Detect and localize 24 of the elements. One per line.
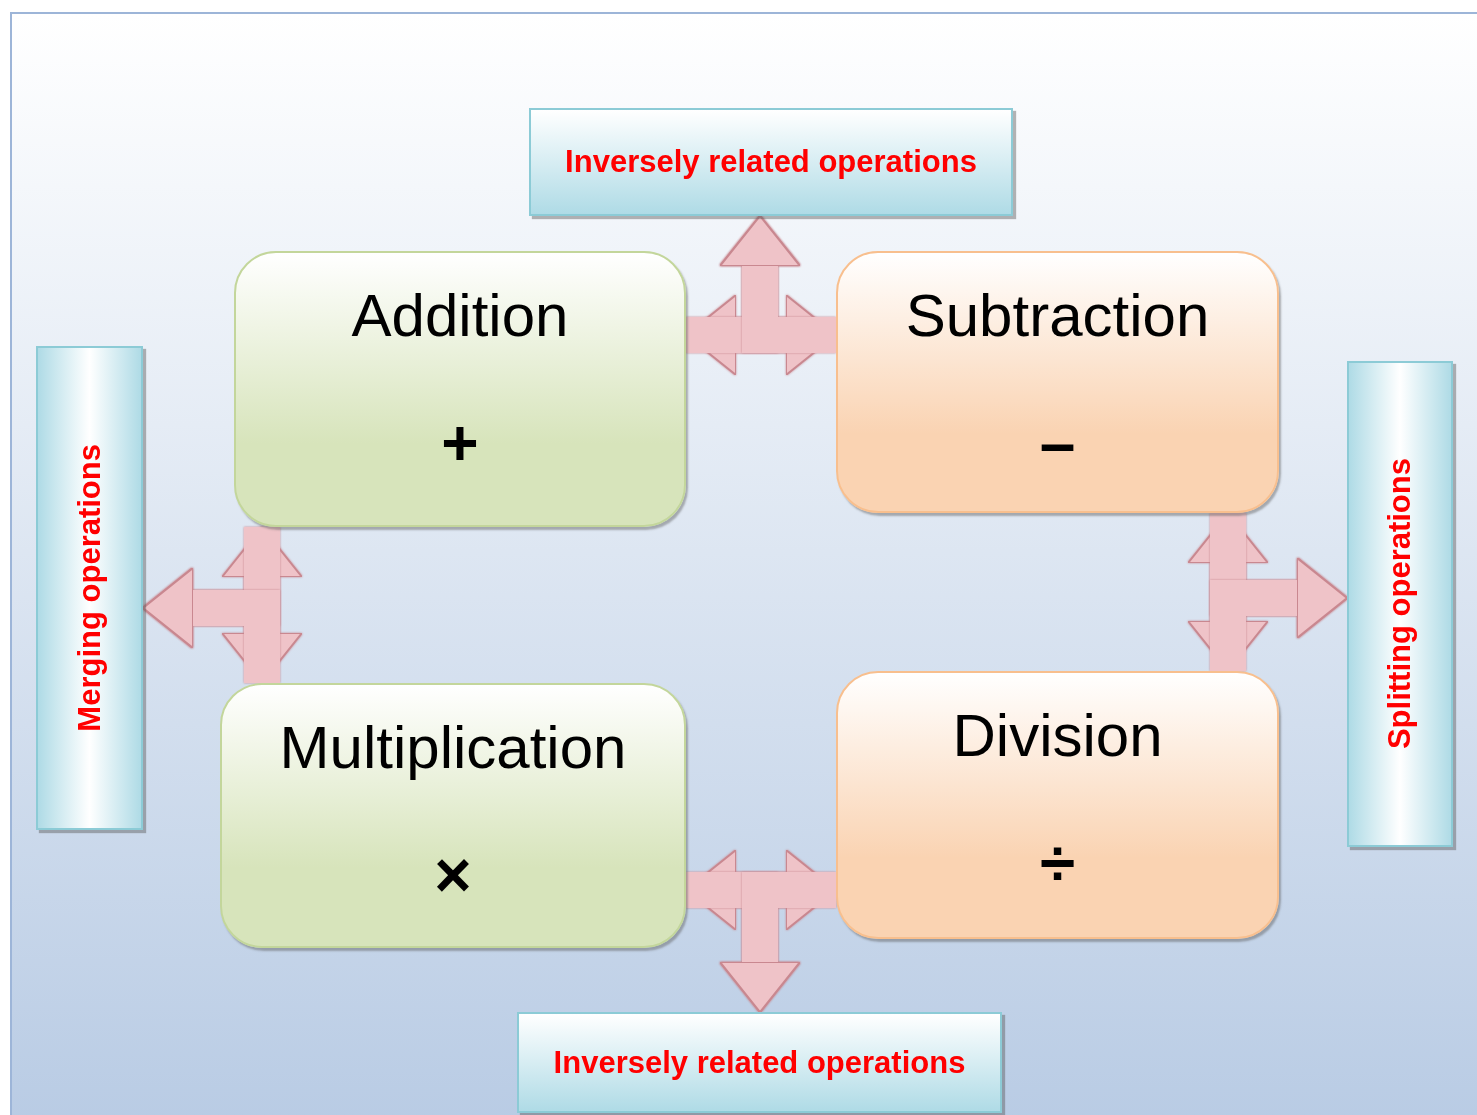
label-text: Inversely related operations: [553, 1044, 966, 1081]
label-box: [529, 108, 1013, 216]
operation-symbol: ×: [434, 843, 472, 907]
block-arrow: [1210, 557, 1348, 671]
label-text: Inversely related operations: [565, 144, 977, 180]
operation-box: [234, 251, 686, 527]
operation-name: Multiplication: [279, 715, 627, 781]
operation-box: [220, 683, 686, 948]
operation-box: [836, 251, 1279, 513]
label-text: Splitting operations: [1382, 458, 1418, 750]
block-arrow: [719, 872, 836, 1013]
label-box: [1347, 361, 1453, 847]
label-box: [36, 346, 143, 830]
block-arrow: [142, 567, 280, 683]
label-box: [517, 1012, 1002, 1113]
operation-box: [836, 671, 1279, 939]
operation-name: Addition: [351, 283, 569, 349]
operation-symbol: –: [1039, 411, 1076, 475]
operation-symbol: ÷: [1039, 831, 1076, 895]
operation-symbol: +: [441, 411, 479, 475]
label-text: Merging operations: [71, 444, 108, 732]
operation-name: Subtraction: [905, 283, 1210, 349]
block-arrow: [719, 215, 836, 353]
operation-name: Division: [952, 703, 1163, 769]
